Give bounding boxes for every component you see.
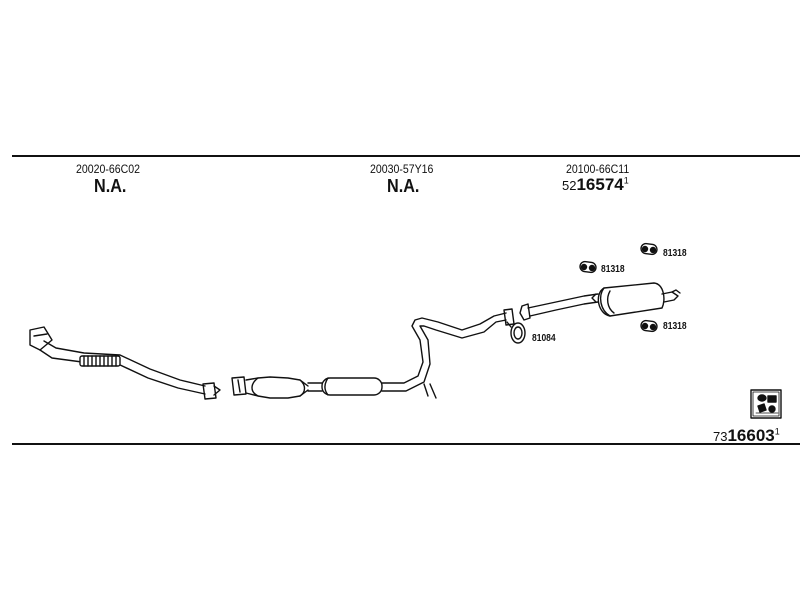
part-number-center-pipe: 20030-57Y16: [370, 162, 434, 176]
part-number-rear-muffler: 20100-66C11: [566, 162, 630, 176]
center-pipe-drawing: [231, 308, 515, 399]
hanger-icon-top-right: [640, 242, 658, 256]
clamp-label-lower-right: 81318: [663, 321, 687, 332]
mounting-kit-icon: [750, 389, 782, 419]
clamp-label-upper-left: 81318: [601, 264, 625, 275]
catalog-code-prefix: 52: [562, 178, 577, 193]
catalog-code-suffix: 1: [623, 175, 629, 186]
ring-clamp-drawing: [506, 321, 526, 344]
clamp-label-ring: 81084: [532, 333, 556, 344]
rubber-hanger-icons: [579, 242, 658, 333]
hanger-icon-upper-left: [579, 260, 597, 274]
hanger-icon-lower-right: [640, 319, 658, 333]
status-front-pipe: N.A.: [94, 176, 127, 196]
footer-code-main: 16603: [727, 426, 775, 445]
bottom-divider: [12, 443, 800, 445]
rear-muffler-drawing: [519, 282, 681, 321]
status-center-pipe: N.A.: [387, 176, 420, 196]
catalog-code-footer: 73166031: [713, 427, 780, 445]
top-divider: [12, 155, 800, 157]
catalog-code-main: 16574: [576, 175, 624, 194]
catalog-code-rear-muffler: 52165741: [562, 176, 629, 194]
clamp-label-top-right: 81318: [663, 248, 687, 259]
footer-code-suffix: 1: [774, 426, 780, 437]
footer-code-prefix: 73: [713, 429, 728, 444]
part-number-front-pipe: 20020-66C02: [76, 162, 141, 176]
front-pipe-drawing: [29, 326, 221, 400]
